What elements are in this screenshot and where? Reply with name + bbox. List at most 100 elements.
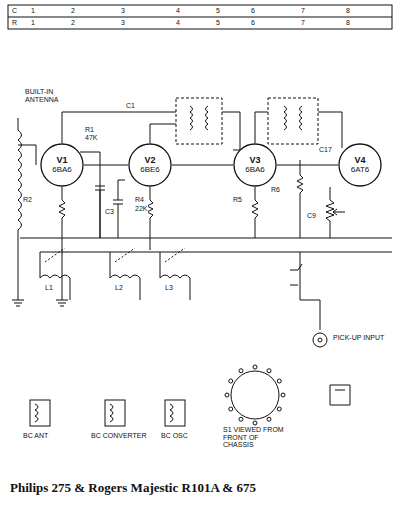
tube-type: 6BE6: [140, 166, 160, 174]
tube-number: V1: [56, 156, 67, 165]
phono-jack-pin: [318, 338, 322, 342]
rf-coil: [40, 275, 190, 278]
grid-reference: 1: [30, 7, 36, 15]
part-label: BUILT-IN ANTENNA: [24, 88, 88, 103]
tube-type: 6BA6: [52, 166, 72, 174]
part-label: R4: [134, 196, 145, 204]
coil-form: [165, 400, 185, 426]
switch-contact: [267, 417, 271, 421]
part-label: R1: [84, 126, 95, 134]
tube-number: V2: [144, 156, 155, 165]
tube-type: 6BA6: [245, 166, 265, 174]
cathode-resistor: [252, 187, 258, 238]
grid-reference: 6: [250, 7, 256, 15]
part-label: R2: [22, 196, 33, 204]
grid-reference: 8: [345, 19, 351, 27]
plate-wire: [62, 112, 176, 143]
phono-switch: [290, 264, 302, 285]
detector-wire: [318, 112, 342, 148]
coil-winding: [170, 404, 173, 422]
switch-contact: [239, 369, 243, 373]
part-label: BC ANT: [22, 432, 49, 440]
coil-form: [105, 400, 125, 426]
coil-winding: [110, 404, 113, 422]
page-title: Philips 275 & Rogers Majestic R101A & 67…: [10, 480, 256, 496]
vacuum-tube: V26BE6: [128, 143, 172, 187]
part-label: L1: [44, 284, 54, 292]
switch-contact: [277, 407, 281, 411]
grid-reference: 3: [120, 19, 126, 27]
cathode-resistor: [56, 187, 68, 306]
coil-winding: [35, 404, 38, 422]
gang-link: [45, 248, 185, 262]
if-coil: [190, 106, 208, 130]
vacuum-tube: V36BA6: [233, 143, 277, 187]
grid-reference: R: [11, 19, 18, 27]
tube-outline: [234, 144, 276, 186]
avc-bus: [40, 252, 392, 253]
grid-reference: 2: [70, 19, 76, 27]
if-transformer: [268, 98, 318, 144]
if-coil: [284, 106, 302, 130]
phono-jack: [313, 333, 327, 347]
tube-type: 6AT6: [351, 166, 370, 174]
grid-wire: [18, 145, 36, 165]
part-label: L2: [114, 284, 124, 292]
grid-reference: C: [11, 7, 18, 15]
switch-contact: [253, 365, 257, 369]
part-label: C17: [318, 146, 333, 154]
grid-reference: 6: [250, 19, 256, 27]
part-label: R5: [232, 196, 243, 204]
b-plus-bus: [20, 238, 392, 239]
volume-control: [326, 187, 345, 238]
cathode-resistor: [147, 187, 153, 250]
plate-wire: [150, 124, 176, 143]
part-label: C9: [306, 212, 317, 220]
part-label: R6: [270, 186, 281, 194]
part-label: BC OSC: [160, 432, 189, 440]
vacuum-tube: V46AT6: [338, 143, 382, 187]
part-label: 47K: [84, 134, 98, 142]
vacuum-tube: V16BA6: [40, 143, 84, 187]
switch-contact: [225, 393, 229, 397]
grid-reference: 5: [215, 19, 221, 27]
tube-number: V4: [354, 156, 365, 165]
switch-contact: [277, 379, 281, 383]
switch-contact: [281, 393, 285, 397]
coil-form: [30, 400, 50, 426]
grid-reference: 3: [120, 7, 126, 15]
part-label: C3: [104, 208, 115, 216]
switch-contact: [239, 417, 243, 421]
part-label: L3: [164, 284, 174, 292]
tube-outline: [129, 144, 171, 186]
antenna-wire: [12, 118, 24, 306]
switch-contact: [229, 379, 233, 383]
part-label: 22K: [134, 205, 148, 213]
signal-wire: [172, 165, 233, 166]
signal-wire: [84, 165, 128, 166]
wave-switch: [231, 371, 279, 419]
signal-wire: [277, 165, 338, 166]
part-label: S1 VIEWED FROM FRONT OF CHASSIS: [222, 426, 286, 449]
grid-reference: 5: [215, 7, 221, 15]
grid-reference: 2: [70, 7, 76, 15]
grid-reference: 8: [345, 7, 351, 15]
switch-contact: [267, 369, 271, 373]
tube-number: V3: [249, 156, 260, 165]
if-output-wire: [222, 112, 240, 150]
tube-outline: [339, 144, 381, 186]
switch-detail: [330, 385, 350, 405]
switch-contact: [229, 407, 233, 411]
grid-reference: 1: [30, 19, 36, 27]
location-table: [8, 5, 392, 29]
part-label: PICK-UP INPUT: [332, 334, 385, 342]
plate-wire: [255, 112, 268, 143]
avc-resistor: [297, 160, 303, 238]
tube-outline: [41, 144, 83, 186]
table-rule: [8, 17, 392, 18]
coil-wire: [40, 252, 190, 300]
if-transformer: [176, 98, 222, 144]
